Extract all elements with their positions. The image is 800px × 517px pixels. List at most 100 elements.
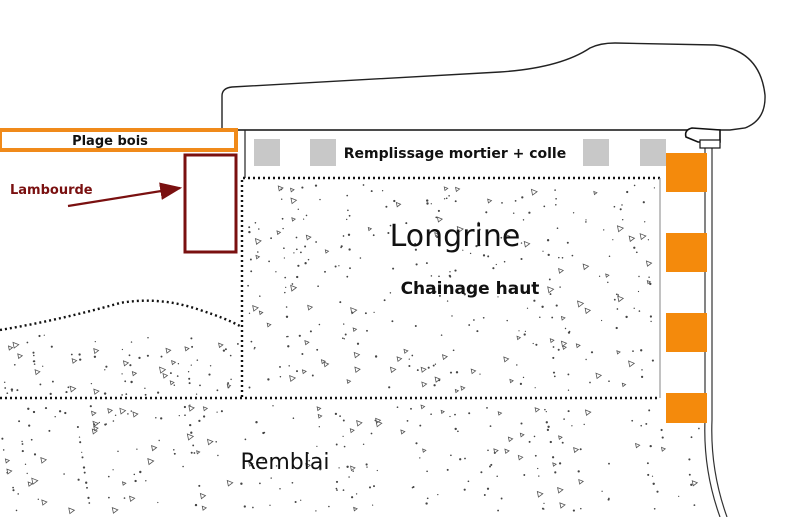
speckle-dot [362,443,365,446]
speckle-dot [209,365,212,367]
speckle-dot [307,452,309,454]
speckle-dot [698,427,700,430]
speckle-triangle [350,465,356,472]
speckle-dot [585,219,587,221]
speckle-dot [414,242,417,245]
speckle-dot [144,393,147,396]
speckle-dot [318,323,321,326]
speckle-dot [346,218,348,221]
speckle-triangle [403,348,409,354]
speckle-dot [139,470,142,474]
speckle-dot [542,250,544,252]
speckle-dot [304,245,307,248]
speckle-dot [253,346,256,349]
speckle-dot [555,204,557,206]
speckle-dot [463,293,466,296]
speckle-triangle [226,479,234,487]
speckle-triangle [517,454,524,461]
speckle-dot [198,419,201,423]
speckle-dot [324,270,326,273]
speckle-dot [566,241,569,244]
speckle-dot [316,445,318,448]
speckle-dot [76,425,79,429]
speckle-dot [649,444,652,448]
speckle-dot [184,414,186,417]
speckle-dot [651,359,654,362]
speckle-dot [338,467,340,469]
speckle-dot [544,408,546,411]
speckle-dot [291,481,294,484]
speckle-triangle [129,495,136,503]
speckle-dot [208,373,211,376]
speckle-dot [617,294,620,296]
speckle-dot [285,306,288,308]
speckle-dot [469,252,472,255]
speckle-dot [248,226,251,229]
speckle-dot [534,454,537,457]
speckle-dot [244,438,247,441]
speckle-dot [356,342,360,345]
speckle-dot [640,424,642,427]
speckle-dot [236,342,239,345]
speckle-dot [248,230,251,234]
speckle-dot [12,486,14,489]
speckle-dot [520,257,523,261]
speckle-dot [1,437,4,440]
speckle-dot [160,355,163,358]
speckle-dot [275,271,277,273]
speckle-dot [607,498,610,501]
speckle-triangle [151,444,158,452]
speckle-dot [26,341,29,344]
speckle-dot [77,478,80,481]
speckle-dot [318,426,320,428]
plage-bois-label: Plage bois [72,134,148,149]
speckle-dot [425,262,428,265]
speckle-triangle [320,359,327,365]
speckle-dot [646,462,649,465]
speckle-dot [283,247,285,250]
speckle-dot [652,482,655,485]
speckle-dot [202,415,206,418]
speckle-dot [51,380,54,383]
speckle-dot [647,239,650,241]
speckle-dot [199,384,201,387]
speckle-triangle [628,360,636,368]
speckle-dot [533,435,536,438]
speckle-dot [528,440,531,443]
speckle-dot [656,490,659,493]
speckle-dot [317,285,319,288]
speckle-triangle [266,322,272,328]
speckle-triangle [218,342,224,349]
speckle-dot [307,258,310,261]
speckle-dot [487,255,490,258]
speckle-triangle [93,388,100,395]
speckle-triangle [226,383,232,389]
speckle-triangle [289,187,295,193]
speckle-dot [626,190,629,194]
speckle-dot [89,405,92,408]
speckle-triangle [304,339,310,346]
speckle-dot [348,214,351,217]
speckle-dot [108,496,110,499]
speckle-dot [298,334,301,337]
speckle-triangle [290,197,298,205]
speckle-dot [222,349,226,352]
speckle-dot [430,413,432,416]
speckle-triangle [305,234,312,241]
speckle-dot [82,466,86,469]
speckle-triangle [595,372,603,380]
speckle-triangle [400,429,406,435]
speckle-triangle [616,350,621,355]
mortar-block [640,139,666,166]
liner-clip [684,127,721,143]
speckle-triangle [349,428,355,434]
speckle-dot [21,450,24,453]
speckle-dot [121,373,123,375]
speckle-dot [176,375,179,377]
speckle-dot [556,227,559,230]
speckle-dot [516,364,518,366]
speckle-dot [651,475,654,477]
speckle-dot [489,425,492,427]
speckle-dot [347,209,349,212]
speckle-dot [297,264,300,267]
